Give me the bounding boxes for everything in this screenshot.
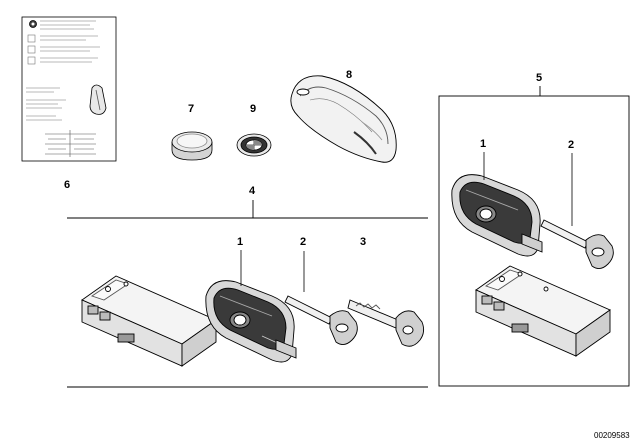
kit-5-frame	[438, 86, 630, 387]
control-unit-kit5	[475, 265, 611, 357]
battery	[171, 131, 213, 161]
callout-4: 4	[249, 185, 256, 197]
emergency-key-blade	[284, 295, 358, 345]
callout-7: 7	[188, 103, 194, 115]
callout-1-kit5: 1	[480, 138, 486, 150]
kit-4-bracket	[67, 200, 428, 388]
callout-2-kit5: 2	[568, 139, 574, 151]
remote-key	[205, 280, 297, 363]
callout-1-kit4: 1	[237, 236, 243, 248]
callout-6: 6	[64, 179, 70, 191]
document-id: 00209583	[594, 431, 630, 440]
instruction-booklet	[21, 16, 117, 162]
emergency-key-blade-kit5	[540, 219, 614, 269]
control-unit	[81, 275, 217, 367]
key-housing-cover	[290, 75, 397, 163]
callout-5: 5	[536, 72, 542, 84]
callout-8: 8	[346, 69, 352, 81]
brand-emblem	[236, 133, 272, 157]
booklet-brand-logo	[29, 20, 37, 28]
callout-9: 9	[250, 103, 256, 115]
remote-key-kit5	[451, 174, 543, 257]
callout-3-kit4: 3	[360, 236, 366, 248]
mechanical-key	[347, 299, 425, 347]
callout-2-kit4: 2	[300, 236, 306, 248]
